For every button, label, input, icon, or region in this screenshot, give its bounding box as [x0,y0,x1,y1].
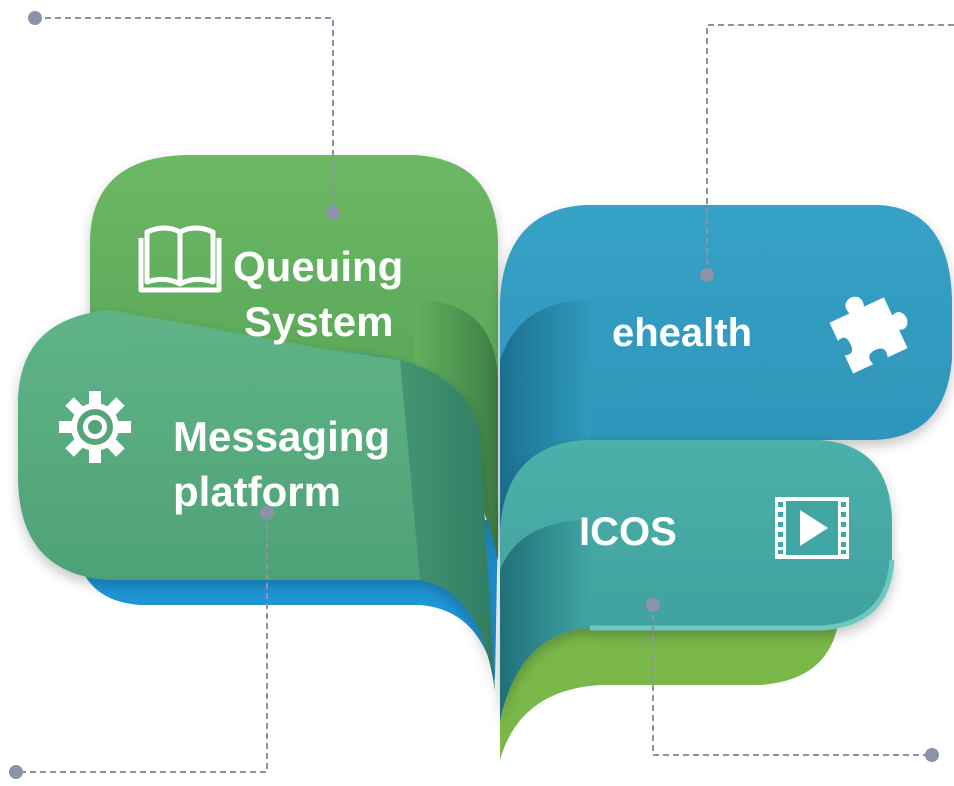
connector-icos [652,605,932,756]
messaging-label-line2: platform [173,468,341,515]
ehealth-label: ehealth [612,311,752,355]
dot-queuing-start [28,11,42,25]
dot-icos-end [925,748,939,762]
connectors [16,17,954,773]
dot-queuing-end [326,206,340,220]
book-icon [138,225,222,293]
dot-messaging-end [9,765,23,779]
icos-label: ICOS [579,510,677,554]
dot-ehealth-end [700,268,714,282]
ehealth-tab[interactable] [500,205,952,560]
queuing-label-line2: System [244,298,393,345]
dot-messaging-start [260,506,274,520]
queuing-label-line1: Queuing [233,243,403,290]
puzzle-icon [829,296,908,374]
messaging-label-line1: Messaging [173,413,390,460]
film-play-icon [775,497,849,559]
gear-icon [59,391,131,463]
messaging-platform-tab[interactable] [18,310,495,690]
dot-icos-start [646,598,660,612]
connector-ehealth [706,24,954,275]
right-green-underlay [500,610,840,760]
